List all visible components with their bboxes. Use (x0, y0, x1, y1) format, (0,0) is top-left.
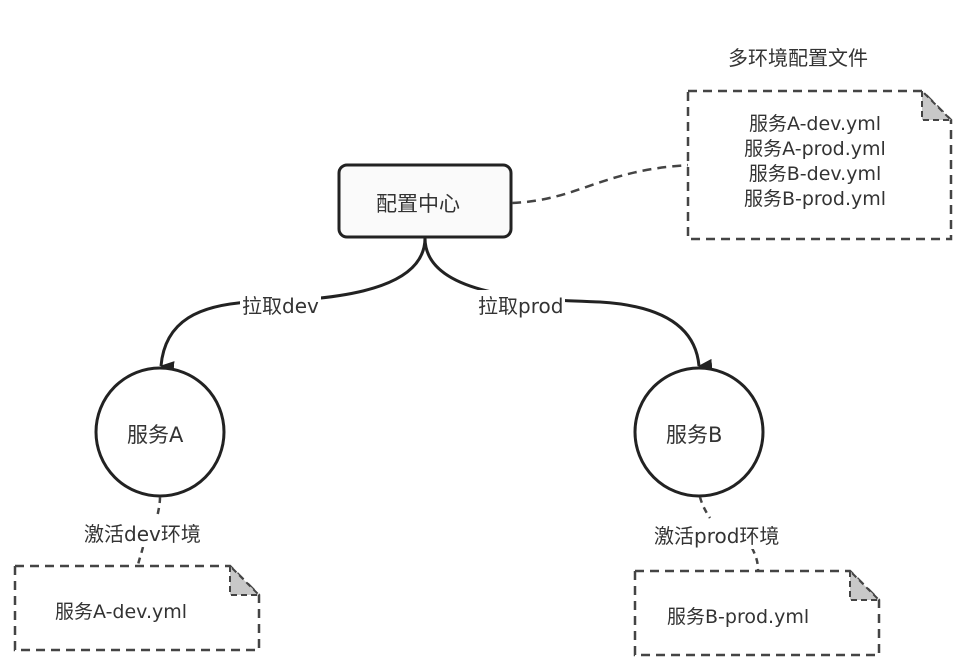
config-file-item: 服务B-dev.yml (748, 163, 882, 185)
service-b-activation-link (698, 496, 712, 519)
service-a-node[interactable] (94, 366, 226, 498)
service-b-label: 服务B (666, 423, 723, 447)
config-files-list: 服务A-dev.yml 服务A-prod.yml 服务B-dev.yml 服务B… (700, 112, 930, 212)
config-file-item: 服务B-prod.yml (743, 188, 887, 210)
service-a-file-label: 服务A-dev.yml (55, 601, 188, 623)
edge-pull-prod (423, 237, 713, 371)
service-b-node[interactable] (633, 366, 765, 498)
service-a-activation-link (155, 496, 162, 519)
service-b-file-link (750, 547, 760, 571)
edge-label-pull-dev: 拉取dev (240, 290, 321, 319)
note-fold-icon (921, 88, 954, 121)
service-b-file-label: 服务B-prod.yml (667, 606, 810, 628)
service-a-activation-label: 激活dev环境 (82, 518, 203, 547)
config-files-connector (511, 163, 691, 205)
service-b-file-note (633, 569, 881, 657)
config-file-item: 服务A-prod.yml (744, 138, 886, 160)
config-files-title: 多环境配置文件 (728, 46, 868, 70)
config-center-node[interactable] (337, 163, 513, 239)
service-a-label: 服务A (127, 423, 184, 447)
config-file-item: 服务A-dev.yml (748, 113, 882, 135)
note-fold-icon (229, 563, 262, 596)
config-files-note (686, 89, 953, 241)
edge-label-pull-prod: 拉取prod (476, 290, 566, 319)
config-center-label: 配置中心 (376, 192, 460, 216)
service-a-file-note (13, 564, 261, 652)
note-fold-icon (849, 568, 882, 601)
service-a-file-link (136, 546, 145, 566)
service-b-activation-label: 激活prod环境 (652, 520, 782, 549)
